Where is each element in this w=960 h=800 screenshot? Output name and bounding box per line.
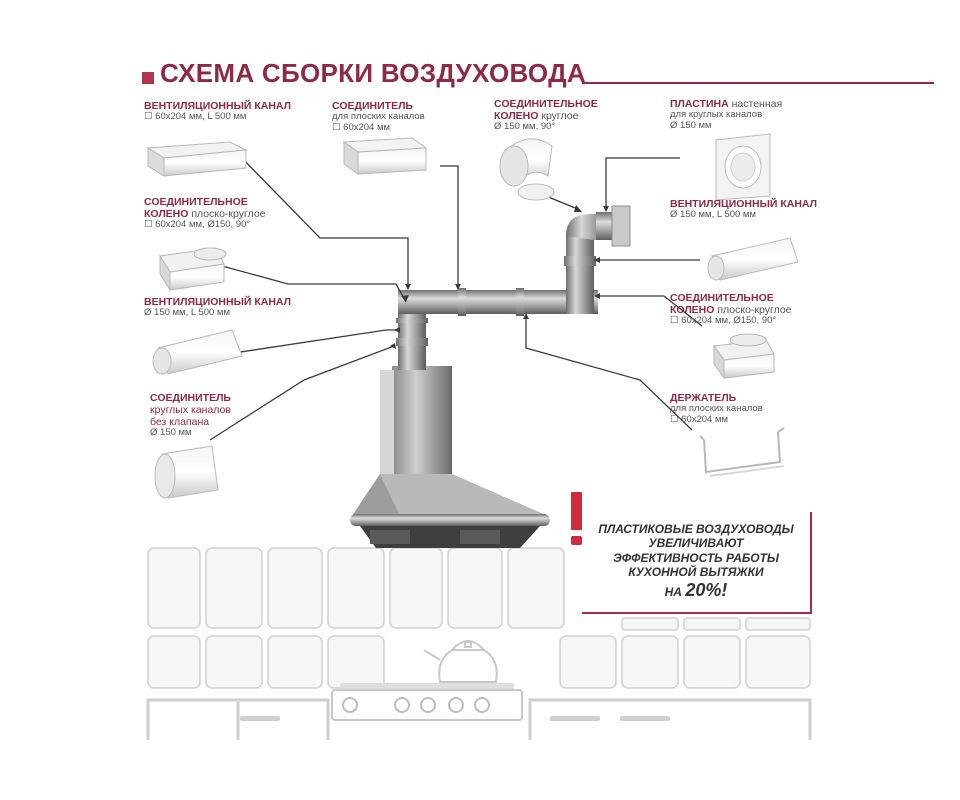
square-icon: ☐ bbox=[670, 413, 679, 425]
label-elbow-flat-round-right: СОЕДИНИТЕЛЬНОЕ КОЛЕНО плоско-круглое ☐ 6… bbox=[670, 292, 792, 327]
part-round-connector bbox=[154, 445, 219, 499]
diameter-icon: Ø bbox=[150, 427, 158, 439]
part-spec: Ø 150 мм bbox=[150, 427, 192, 439]
square-icon: ☐ bbox=[670, 315, 679, 327]
part-title: СОЕДИНИТЕЛЬ bbox=[150, 392, 231, 404]
part-elbow-flat-round-right bbox=[713, 333, 775, 380]
part-round-channel-left bbox=[152, 329, 243, 375]
part-title-2: КОЛЕНО плоско-круглое bbox=[144, 208, 266, 221]
square-icon: ☐ bbox=[144, 219, 153, 231]
part-title: ПЛАСТИНА настенная bbox=[670, 98, 783, 110]
label-connector-flat: СОЕДИНИТЕЛЬ для плоских каналов ☐ 60х204… bbox=[332, 100, 425, 134]
label-holder-flat: ДЕРЖАТЕЛЬ для плоских каналов ☐ 60х204 м… bbox=[670, 392, 763, 426]
part-spec: ☐ 60х204 мм, Ø150, 90° bbox=[670, 315, 777, 327]
label-wall-plate: ПЛАСТИНА настенная для круглых каналов Ø… bbox=[670, 98, 782, 132]
promo-line-5: НА 20%! bbox=[664, 579, 728, 600]
square-icon: ☐ bbox=[332, 121, 341, 133]
part-spec: ☐ 60х204 мм bbox=[332, 121, 391, 133]
part-subtitle-2: без клапана bbox=[150, 416, 210, 429]
part-subtitle: для плоских каналов bbox=[332, 111, 425, 123]
part-spec: ☐ 60х204 мм, L 500 мм bbox=[144, 111, 247, 123]
promo-line-2: УВЕЛИЧИВАЮТ bbox=[648, 536, 744, 551]
part-title-2: КОЛЕНО круглое bbox=[494, 110, 579, 123]
label-elbow-round: СОЕДИНИТЕЛЬНОЕ КОЛЕНО круглое Ø 150 мм, … bbox=[494, 98, 598, 133]
part-subtitle: для круглых каналов bbox=[670, 109, 763, 121]
part-subtitle: для плоских каналов bbox=[670, 403, 763, 415]
part-title: ДЕРЖАТЕЛЬ bbox=[670, 392, 737, 404]
part-subtitle: круглых каналов bbox=[150, 404, 231, 417]
promo-line-4: КУХОННОЙ ВЫТЯЖКИ bbox=[628, 565, 764, 580]
part-spec: ☐ 60х204 мм bbox=[670, 413, 729, 425]
title-block: СХЕМА СБОРКИ ВОЗДУХОВОДА bbox=[142, 58, 934, 88]
promo-line-3: ЭФФЕКТИВНОСТЬ РАБОТЫ bbox=[613, 550, 779, 565]
part-title: СОЕДИНИТЕЛЬНОЕ bbox=[494, 98, 598, 110]
part-elbow-flat-round-left bbox=[159, 247, 227, 292]
label-vent-channel-round-right: ВЕНТИЛЯЦИОННЫЙ КАНАЛ Ø 150 мм, L 500 мм bbox=[670, 198, 817, 221]
label-vent-channel-flat: ВЕНТИЛЯЦИОННЫЙ КАНАЛ ☐ 60х204 мм, L 500 … bbox=[144, 100, 291, 123]
page-title: СХЕМА СБОРКИ ВОЗДУХОВОДА bbox=[160, 58, 586, 88]
kitchen-backdrop bbox=[147, 547, 811, 689]
part-title: СОЕДИНИТЕЛЬ bbox=[332, 100, 413, 112]
title-underline bbox=[582, 82, 934, 84]
promo-line-1: ПЛАСТИКОВЫЕ ВОЗДУХОВОДЫ bbox=[598, 522, 794, 536]
part-flat-holder bbox=[699, 427, 785, 477]
part-title: СОЕДИНИТЕЛЬНОЕ bbox=[144, 196, 248, 208]
part-spec: ☐ 60х204 мм, Ø150, 90° bbox=[144, 219, 251, 231]
diameter-icon: Ø bbox=[670, 209, 678, 221]
square-icon: ☐ bbox=[144, 111, 153, 123]
part-spec: Ø 150 мм, 90° bbox=[494, 121, 556, 133]
part-spec: Ø 150 мм bbox=[670, 119, 712, 131]
part-title: ВЕНТИЛЯЦИОННЫЙ КАНАЛ bbox=[670, 198, 817, 210]
part-spec: Ø 150 мм, L 500 мм bbox=[670, 209, 756, 221]
part-flat-connector bbox=[342, 137, 428, 175]
part-wall-plate bbox=[715, 133, 771, 201]
promo-percentage: 20%! bbox=[685, 579, 728, 600]
label-vent-channel-round-left: ВЕНТИЛЯЦИОННЫЙ КАНАЛ Ø 150 мм, L 500 мм bbox=[144, 296, 291, 319]
label-connector-round: СОЕДИНИТЕЛЬ круглых каналов без клапана … bbox=[150, 392, 231, 439]
part-title: СОЕДИНИТЕЛЬНОЕ bbox=[670, 292, 774, 304]
part-flat-channel bbox=[146, 141, 248, 177]
range-hood bbox=[350, 366, 550, 548]
part-round-elbow bbox=[499, 138, 555, 201]
diameter-icon: Ø bbox=[494, 121, 502, 133]
part-title-2: КОЛЕНО плоско-круглое bbox=[670, 304, 792, 317]
label-elbow-flat-round-left: СОЕДИНИТЕЛЬНОЕ КОЛЕНО плоско-круглое ☐ 6… bbox=[144, 196, 266, 231]
title-bullet bbox=[142, 72, 154, 84]
part-title: ВЕНТИЛЯЦИОННЫЙ КАНАЛ bbox=[144, 100, 291, 112]
kettle bbox=[423, 640, 498, 683]
diameter-icon: Ø bbox=[144, 307, 152, 319]
leader-arrows bbox=[390, 205, 609, 349]
stove bbox=[331, 683, 523, 721]
part-spec: Ø 150 мм, L 500 мм bbox=[144, 307, 230, 319]
cabinets bbox=[146, 698, 812, 740]
diameter-icon: Ø bbox=[670, 119, 678, 131]
exclamation-icon bbox=[570, 492, 584, 545]
duct-assembly bbox=[396, 205, 631, 370]
part-title: ВЕНТИЛЯЦИОННЫЙ КАНАЛ bbox=[144, 296, 291, 308]
part-round-channel-right bbox=[707, 237, 799, 281]
promo-callout: ПЛАСТИКОВЫЕ ВОЗДУХОВОДЫ УВЕЛИЧИВАЮТ ЭФФЕ… bbox=[582, 512, 812, 614]
